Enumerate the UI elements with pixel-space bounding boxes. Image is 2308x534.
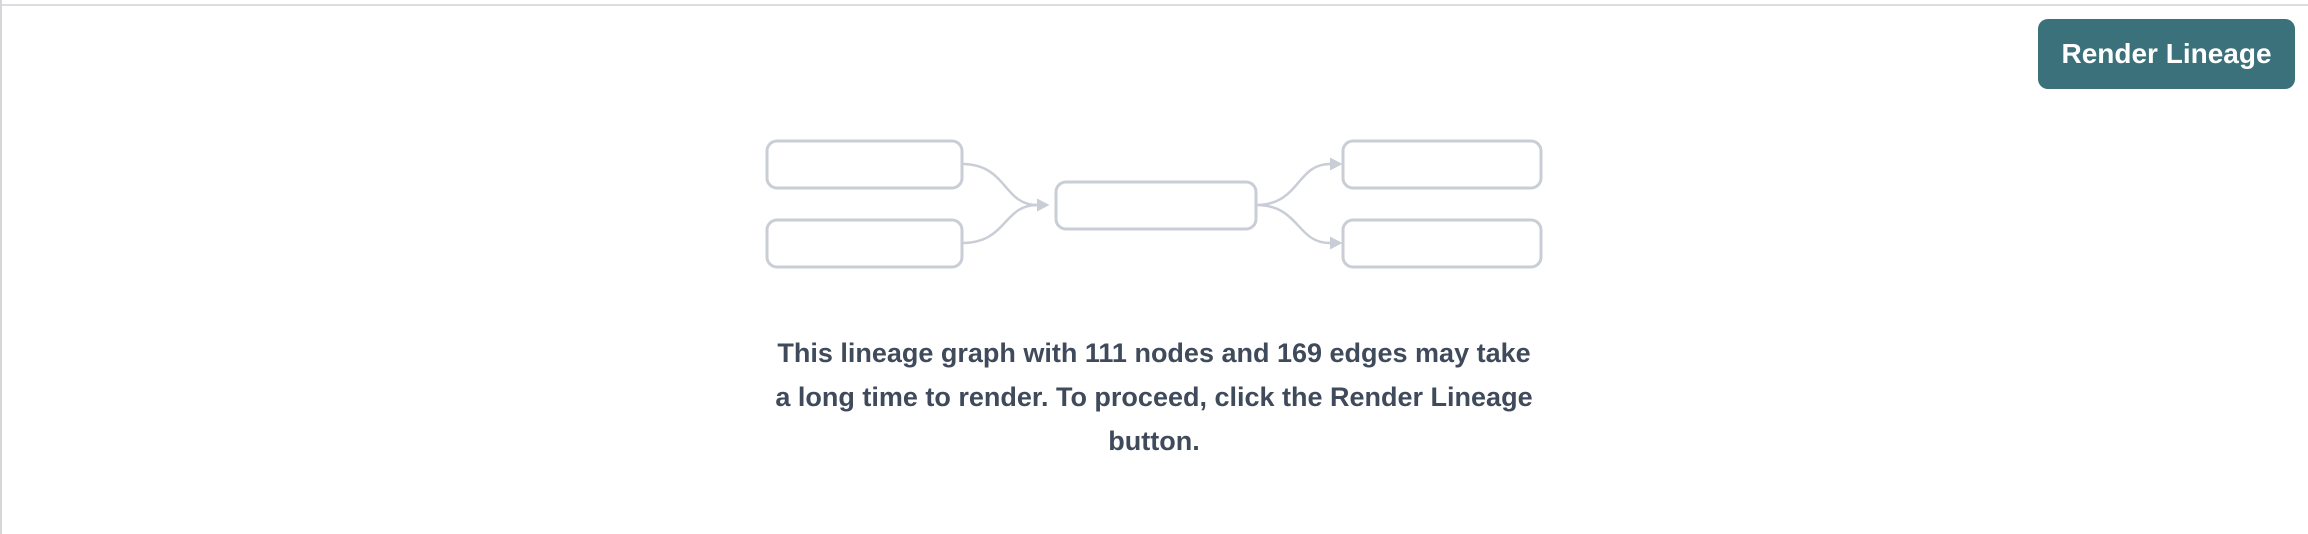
message-line-2: a long time to render. To proceed, click… [775, 382, 1533, 412]
message-line-1: This lineage graph with 111 nodes and 16… [777, 338, 1531, 368]
render-lineage-button[interactable]: Render Lineage [2038, 19, 2295, 89]
lineage-warning-message: This lineage graph with 111 nodes and 16… [775, 331, 1532, 463]
panel-top-divider [2, 4, 2308, 6]
panel-left-divider [0, 0, 2, 534]
lineage-placeholder-area: This lineage graph with 111 nodes and 16… [765, 139, 1543, 463]
message-line-3: button. [1108, 426, 1200, 456]
lineage-graph-placeholder-icon [765, 139, 1543, 269]
